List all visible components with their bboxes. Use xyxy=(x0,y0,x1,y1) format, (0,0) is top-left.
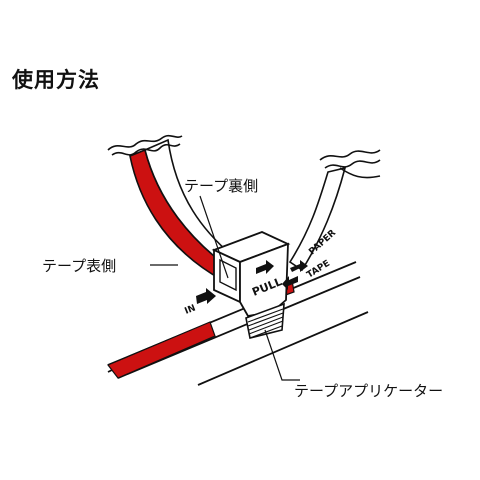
tape-back-label: テープ裏側 xyxy=(184,177,258,195)
applicator-leader xyxy=(264,329,300,381)
tape-front-label: テープ表側 xyxy=(42,257,116,275)
tape-back-leader xyxy=(199,195,229,279)
in-arrow-icon xyxy=(196,288,216,304)
in-label: IN xyxy=(183,303,197,316)
paper-arrow-icon xyxy=(290,260,308,272)
applicator-label: テープアプリケーター xyxy=(294,382,443,400)
paper-strip xyxy=(288,149,381,272)
laid-tape xyxy=(107,321,216,379)
page-title: 使用方法 xyxy=(12,68,100,92)
tape-torn-end xyxy=(107,134,183,156)
applicator-device xyxy=(211,231,291,339)
tape-arrow-icon xyxy=(282,276,298,290)
direction-arrow-icon xyxy=(256,260,274,274)
